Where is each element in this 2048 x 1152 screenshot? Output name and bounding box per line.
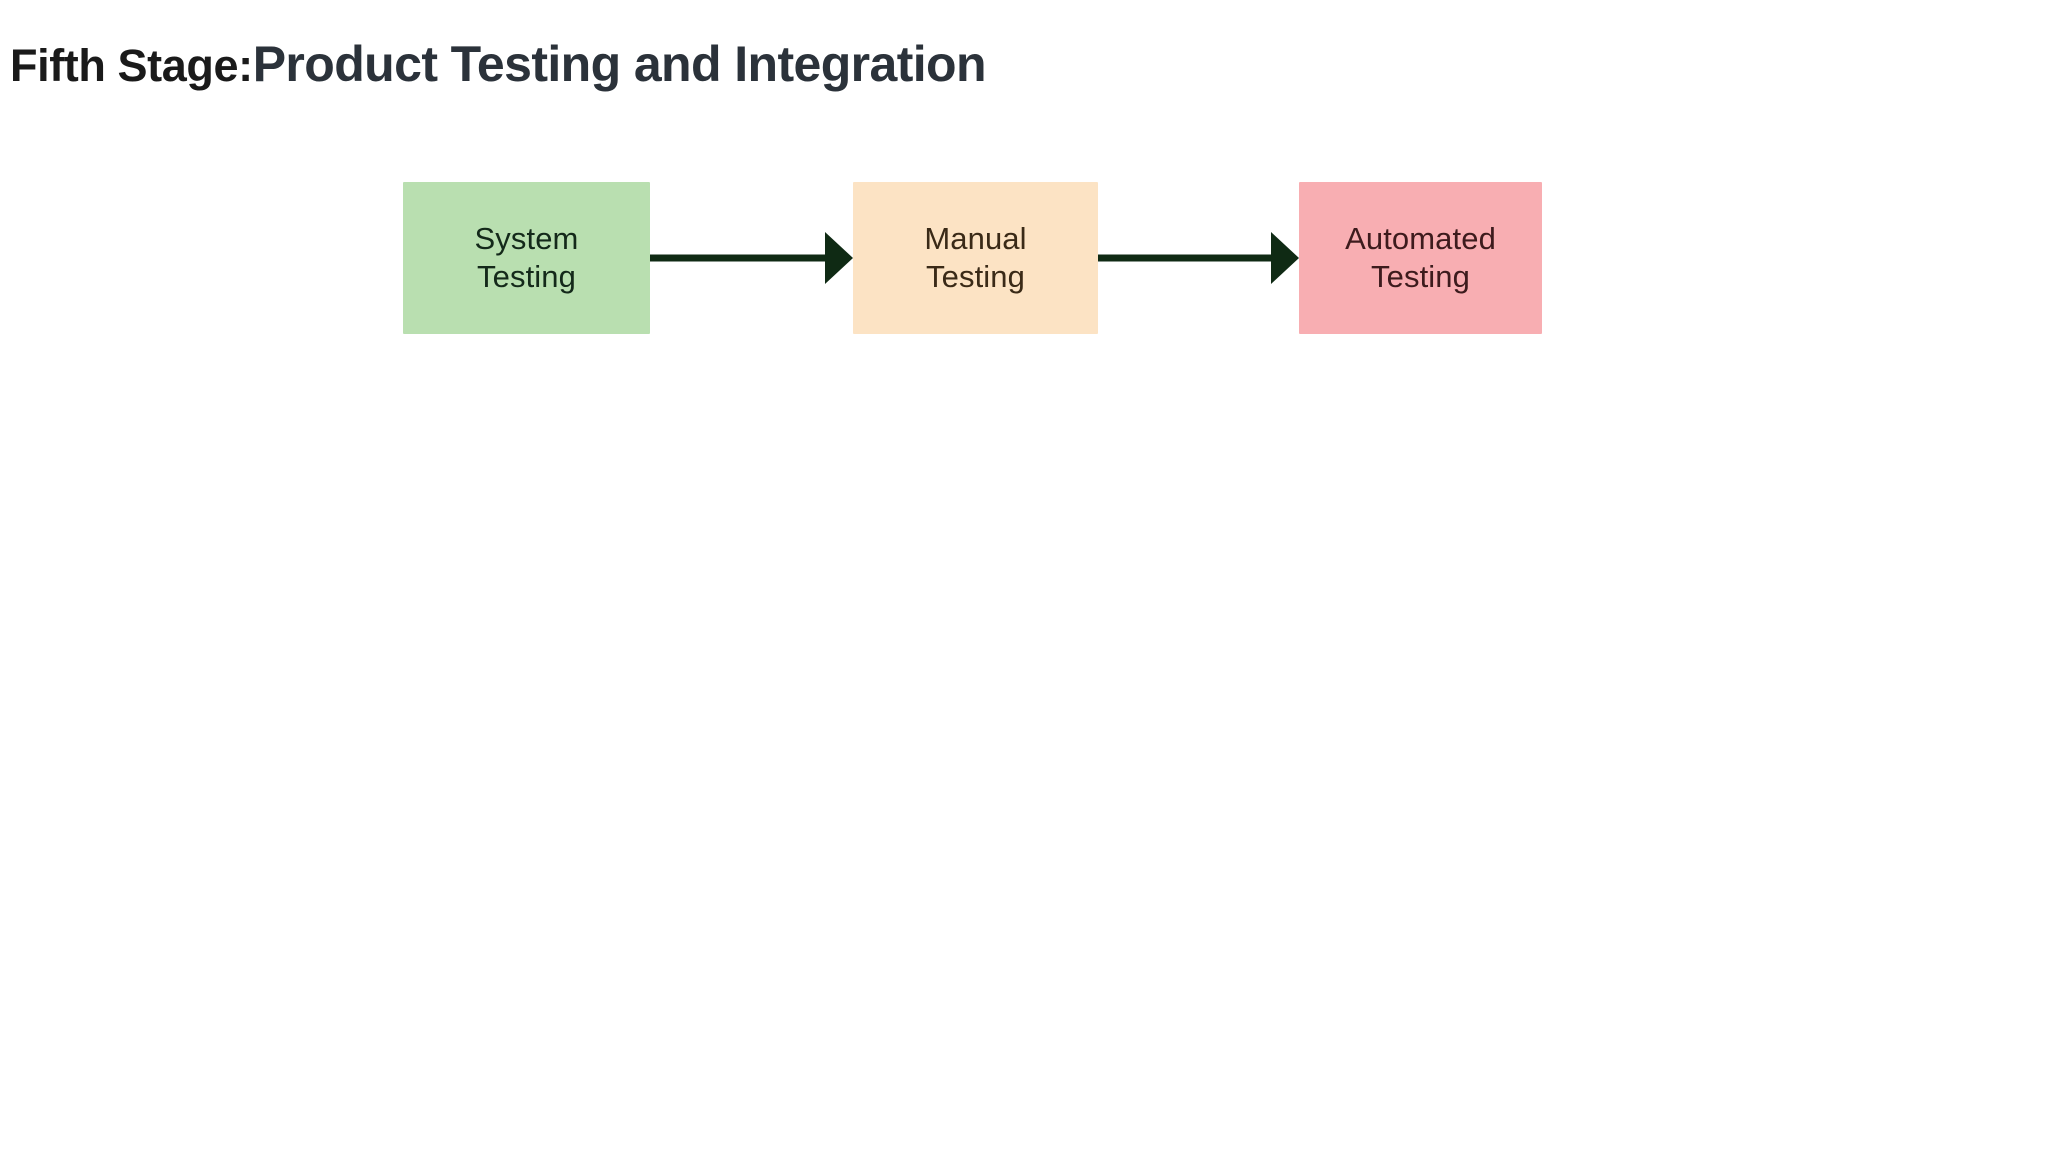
flow-node-manual-testing-label: Manual Testing	[924, 221, 1027, 294]
arrow-right-icon	[1098, 232, 1299, 284]
flow-node-manual-testing[interactable]: Manual Testing	[853, 182, 1098, 334]
flow-node-automated-testing-label: Automated Testing	[1345, 221, 1496, 294]
flow-edge-system-to-manual	[650, 182, 853, 334]
page-title-main: Product Testing and Integration	[252, 36, 987, 93]
page-title: Fifth Stage:Product Testing and Integrat…	[10, 33, 987, 97]
flow-edge-manual-to-automated	[1098, 182, 1299, 334]
page-title-lead: Fifth Stage:	[10, 40, 253, 92]
flow-node-automated-testing[interactable]: Automated Testing	[1299, 182, 1542, 334]
arrow-right-icon	[650, 232, 853, 284]
flow-node-system-testing[interactable]: System Testing	[403, 182, 650, 334]
flow-node-system-testing-label: System Testing	[474, 221, 579, 294]
